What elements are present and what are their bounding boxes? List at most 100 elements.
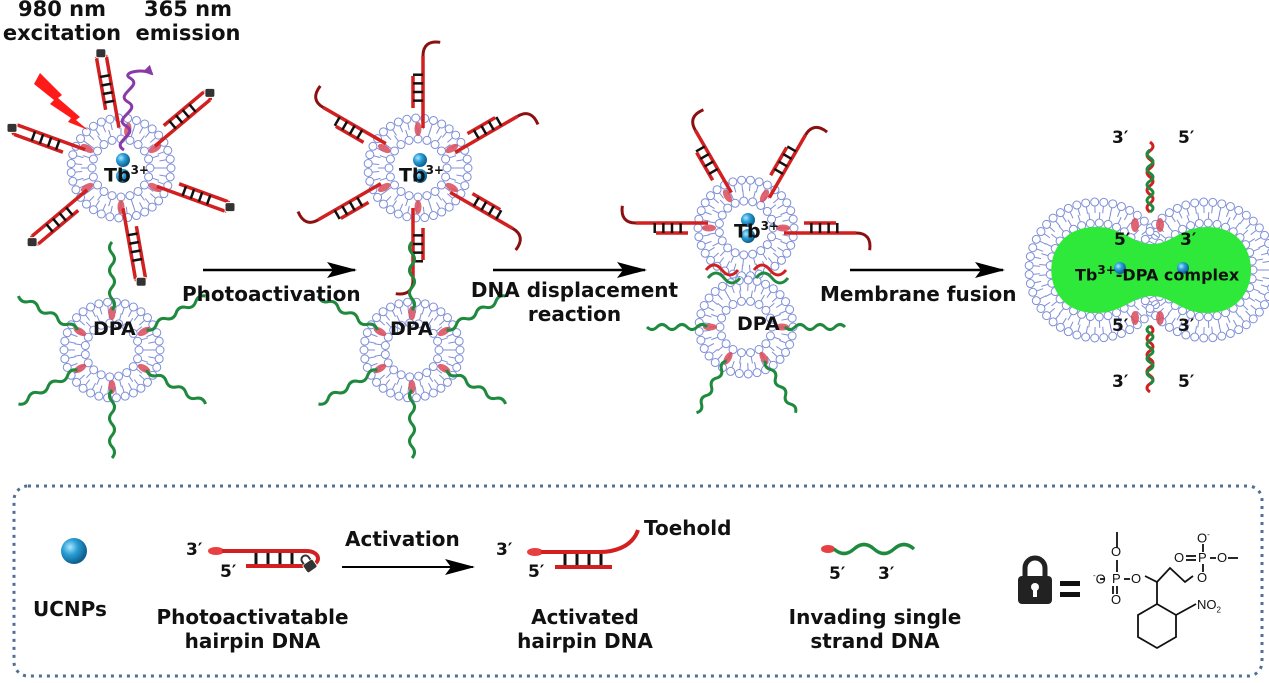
lipid-head (710, 358, 720, 368)
lipid-head (1094, 312, 1104, 322)
invading-strand (783, 323, 847, 331)
excitation-label: 980 nm excitation (0, 0, 124, 45)
lipid-head (696, 206, 706, 216)
lipid-head (723, 203, 733, 213)
anchor (722, 189, 733, 203)
lipid-head (99, 186, 109, 196)
lipid-head (393, 117, 403, 127)
lipid-head (86, 388, 96, 398)
fusion-helix-green-top (1145, 148, 1155, 214)
lipid-head (442, 163, 452, 173)
lipid-head (105, 212, 115, 222)
lipid-head (1099, 197, 1109, 207)
photoactivatable-label: Photoactivatable hairpin DNA (150, 605, 355, 653)
invading-strand (108, 241, 116, 311)
lipid-head (94, 299, 104, 309)
lipid-head (717, 236, 727, 246)
tb-ion-icon (116, 169, 130, 183)
lipid-head (704, 293, 714, 303)
lipid-head (736, 296, 746, 306)
chem-o-bottom: O (1111, 592, 1122, 607)
lipid-head (1199, 333, 1209, 343)
lipid-head (1090, 197, 1100, 207)
lipid-head (360, 336, 370, 346)
lipid-head (411, 113, 421, 123)
lipid-head (430, 140, 440, 150)
lipid-head (765, 331, 775, 341)
lipid-head (1260, 230, 1269, 240)
lipid-head (1139, 314, 1149, 324)
membrane-fusion-label: Membrane fusion (820, 282, 1017, 306)
emission-text: emission (135, 21, 241, 45)
lipid-head (1254, 307, 1264, 317)
lipid-head (420, 213, 430, 223)
lipid-head (396, 186, 406, 196)
photoactivatable-line1: Photoactivatable (156, 605, 349, 629)
lipid-head (154, 336, 164, 346)
lipid-head (785, 305, 795, 315)
lipid-head (396, 320, 406, 330)
lipid-head (770, 261, 780, 271)
hairpin-activated (411, 40, 441, 128)
lipid-head (125, 191, 135, 201)
lipid-head (1028, 287, 1038, 297)
lipid-head (696, 309, 706, 319)
lipid-head (422, 191, 432, 201)
lipid-head (68, 176, 78, 186)
anchor (148, 143, 162, 154)
lipid-head (739, 196, 749, 206)
lipid-head (386, 302, 396, 312)
anchor (377, 182, 391, 193)
lipid-head (1139, 216, 1149, 226)
lipid-head (1164, 208, 1174, 218)
lipid-head (359, 345, 369, 355)
lipid-head (385, 154, 395, 164)
lipid-head (89, 365, 99, 375)
lipid-head (442, 313, 452, 323)
lipid-head (1172, 203, 1182, 213)
lipid-head (383, 358, 393, 368)
lipid-head (122, 368, 132, 378)
lipid-head (80, 349, 90, 359)
lipid-head (721, 305, 731, 315)
lipid-head (1116, 202, 1126, 212)
lipid-head (1036, 227, 1046, 237)
lipid-head (152, 328, 162, 338)
lipid-head (717, 331, 727, 341)
lipid-head (767, 232, 777, 242)
lipid-head (155, 345, 165, 355)
lipid-head (436, 146, 446, 156)
lipid-head (114, 319, 124, 329)
anchor (377, 143, 391, 154)
lipid-head (133, 354, 143, 364)
lipid-head (133, 336, 143, 346)
lipid-head (1125, 205, 1135, 215)
lipid-head (1248, 314, 1258, 324)
lipid-head (694, 326, 704, 336)
lipid-head (378, 199, 388, 209)
lipid-head (694, 232, 704, 242)
end-inner-top-right: 3′ (1180, 230, 1197, 250)
lipid-head (393, 209, 403, 219)
tb-label-2: Tb3+ (399, 163, 444, 187)
lipid-head (785, 339, 795, 349)
tb-ion-icon (1114, 262, 1126, 274)
hairpin-activated (784, 221, 872, 251)
lipid-head (1212, 311, 1222, 321)
lipid-head (62, 362, 72, 372)
lipid-head (363, 167, 373, 177)
anchor (776, 224, 790, 232)
end-bottom-left: 3′ (1112, 372, 1129, 392)
lipid-head (128, 328, 138, 338)
lipid-head (93, 180, 103, 190)
end-top-left: 3′ (1112, 128, 1129, 148)
lipid-head (433, 354, 443, 364)
lipid-head (414, 371, 424, 381)
lipid-head (139, 180, 149, 190)
lipid-head (1036, 303, 1046, 313)
complex-label: Tb3+-DPA complex (1075, 263, 1240, 285)
displacement-label-line1: DNA displacement (470, 278, 679, 302)
lipid-head (131, 211, 141, 221)
invading-strand (696, 359, 727, 415)
lipid-head (68, 150, 78, 160)
